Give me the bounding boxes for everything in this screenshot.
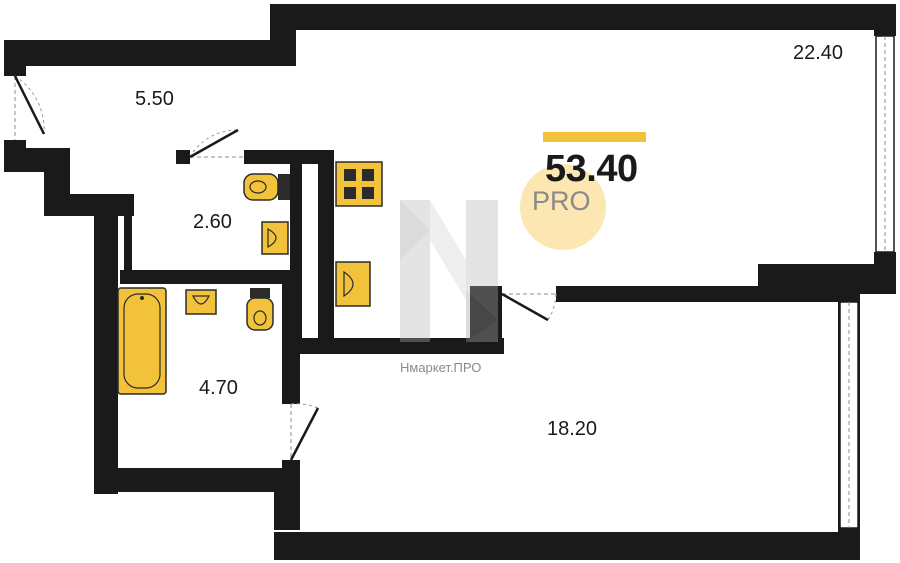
stove-icon	[335, 161, 383, 207]
wall-right-top	[874, 4, 896, 36]
toilet-icon	[246, 288, 274, 331]
wall-bottom	[274, 532, 860, 560]
wall-left-upper	[4, 40, 26, 76]
watermark-text: Нмаркет.ПРО	[400, 360, 482, 375]
wall-corridor-right	[470, 286, 502, 352]
area-label-bedroom: 18.20	[547, 418, 598, 440]
door-icon	[4, 75, 46, 140]
wall-top-left	[4, 40, 296, 66]
walls	[4, 4, 896, 560]
wall-kitchen-partition	[318, 150, 334, 340]
wall-bath-right-bottom	[282, 460, 300, 472]
windows	[839, 35, 895, 529]
wall-wc-bottom	[120, 270, 300, 284]
total-accent-bar	[543, 132, 646, 142]
wall-step-top	[270, 4, 296, 66]
toilet-icon	[243, 173, 290, 201]
wall-bottom-step	[274, 468, 300, 530]
door-icon	[189, 128, 244, 159]
sink-icon	[335, 261, 371, 307]
wall-corridor-bottom	[294, 338, 504, 354]
area-label-entrance-hall: 5.50	[135, 88, 174, 110]
window-icon	[839, 301, 859, 529]
sink-icon	[261, 221, 289, 255]
sink-icon	[185, 289, 217, 315]
wall-bath-bottom	[94, 468, 300, 492]
wall-bath-right	[282, 284, 300, 404]
doors	[4, 75, 557, 461]
wall-bath-left	[94, 194, 118, 494]
total-area: 53.40	[545, 148, 638, 190]
window-icon	[875, 35, 895, 253]
wall-top-right	[270, 4, 895, 30]
wall-wc-top-left	[176, 150, 190, 164]
fixtures	[117, 161, 383, 395]
wall-wc-top	[244, 150, 334, 164]
total-badge-label: PRO	[532, 186, 591, 216]
bathtub-icon	[117, 287, 167, 395]
area-label-wc: 2.60	[193, 211, 232, 233]
wall-entry-bottom	[44, 194, 134, 216]
door-icon	[289, 403, 320, 461]
area-label-bathroom: 4.70	[199, 377, 238, 399]
wall-bedroom-top	[556, 286, 860, 302]
door-icon	[501, 292, 557, 322]
logo-icon	[400, 200, 498, 342]
total-badge-circle	[520, 164, 606, 250]
wall-wc-left	[124, 216, 132, 272]
area-label-living-kitchen: 22.40	[793, 42, 844, 64]
